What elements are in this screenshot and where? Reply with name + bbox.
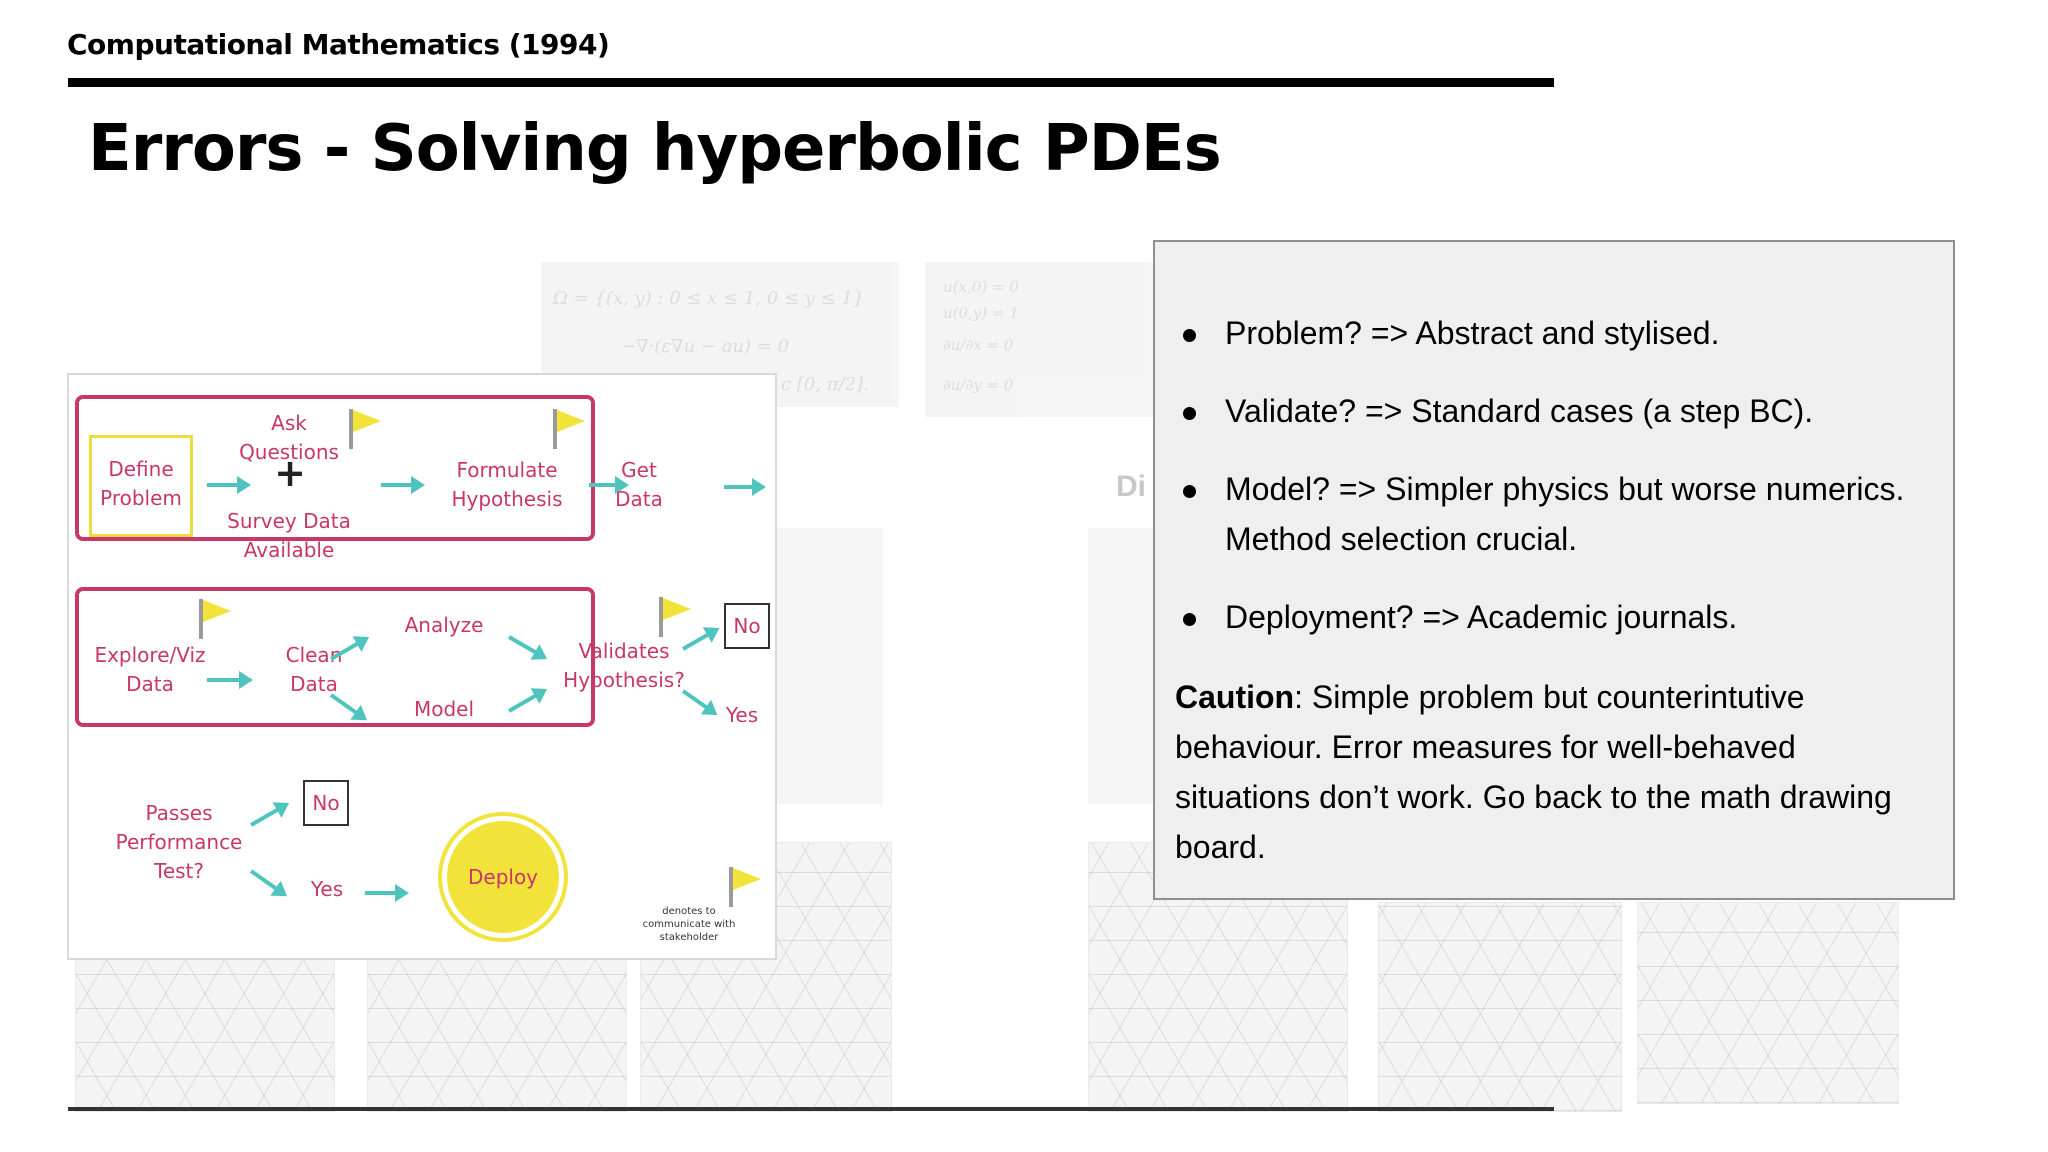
flow-define-problem: Define Problem	[100, 457, 182, 510]
notes-panel: Problem? => Abstract and stylised. Valid…	[1153, 240, 1955, 900]
bottom-divider	[68, 1107, 1554, 1111]
flow-legend: denotes to communicate with stakeholder	[642, 906, 736, 943]
caution-text: : Simple problem but counterintutive beh…	[1175, 679, 1892, 865]
faded-eq-line: −∇·(ε∇u − au) = 0	[621, 336, 790, 357]
define-problem-box	[89, 435, 193, 537]
flow-explore-viz: Explore/Viz Data	[94, 643, 206, 696]
faded-eq-line: ∂u/∂y = 0	[943, 376, 1014, 394]
flow-yes-2: Yes	[310, 877, 344, 901]
flow-ask-questions: Ask Questions	[239, 411, 339, 464]
flow-arrow-icon	[207, 476, 251, 494]
bullet-deployment: Deployment? => Academic journals.	[1183, 592, 1905, 642]
flow-arrow-icon	[381, 476, 425, 494]
caution-paragraph: Caution: Simple problem but counterintut…	[1175, 672, 1915, 872]
faded-mesh-figure	[367, 956, 627, 1112]
faded-surface-plot	[775, 528, 883, 804]
flow-arrow-icon	[589, 476, 629, 494]
faded-eq-line: c [0, π/2].	[781, 374, 869, 395]
faded-equation-right: u(x,0) = 0 u(0,y) = 1 ∂u/∂x = 0 ∂u/∂y = …	[925, 262, 1155, 417]
deploy-circle	[447, 821, 559, 933]
stakeholder-flag-icon	[349, 409, 381, 449]
flow-survey-data: Survey Data Available	[227, 509, 351, 562]
faded-eq-line: u(0,y) = 1	[943, 304, 1019, 322]
course-title: Computational Mathematics (1994)	[67, 28, 610, 61]
flow-validates-hypothesis: Validates Hypothesis?	[563, 639, 685, 692]
flow-formulate-hypothesis: Formulate Hypothesis	[451, 458, 563, 511]
faded-eq-line: ∂u/∂x = 0	[943, 336, 1014, 354]
faded-heading-fragment: Di	[1116, 470, 1146, 503]
flow-passes-performance: Passes Performance Test?	[115, 801, 243, 883]
flow-analyze: Analyze	[404, 613, 484, 637]
bullet-model: Model? => Simpler physics but worse nume…	[1183, 464, 1905, 564]
stakeholder-flag-icon	[659, 597, 691, 637]
flow-model: Model	[413, 697, 475, 721]
faded-mesh-figure	[75, 956, 335, 1112]
flow-deploy: Deploy	[467, 865, 539, 889]
stage-box-model	[75, 587, 595, 727]
flow-plus: +	[274, 451, 306, 495]
stakeholder-flag-icon	[729, 867, 761, 907]
faded-mesh-figure	[1378, 902, 1622, 1112]
faded-surface-plot-right	[1088, 528, 1154, 804]
flow-no-box-2: No	[303, 780, 349, 826]
flow-arrow-icon	[207, 671, 253, 689]
data-science-flowchart: Define Problem Ask Questions + Survey Da…	[67, 373, 777, 960]
bullet-problem: Problem? => Abstract and stylised.	[1183, 308, 1905, 358]
flow-arrow-icon	[365, 884, 409, 902]
faded-mesh-figure	[1637, 902, 1899, 1104]
flow-yes-1: Yes	[725, 703, 759, 727]
flow-no-box-1: No	[724, 603, 770, 649]
stage-box-problem	[75, 395, 595, 541]
top-divider	[68, 78, 1554, 87]
faded-eq-line: u(x,0) = 0	[943, 278, 1019, 296]
bullet-validate: Validate? => Standard cases (a step BC).	[1183, 386, 1905, 436]
stakeholder-flag-icon	[199, 599, 231, 639]
slide-title: Errors - Solving hyperbolic PDEs	[88, 112, 1222, 186]
caution-label: Caution	[1175, 679, 1295, 715]
stakeholder-flag-icon	[553, 409, 585, 449]
faded-eq-line: Ω = {(x, y) : 0 ≤ x ≤ 1, 0 ≤ y ≤ 1}	[553, 288, 865, 309]
flow-arrow-icon	[724, 478, 766, 496]
